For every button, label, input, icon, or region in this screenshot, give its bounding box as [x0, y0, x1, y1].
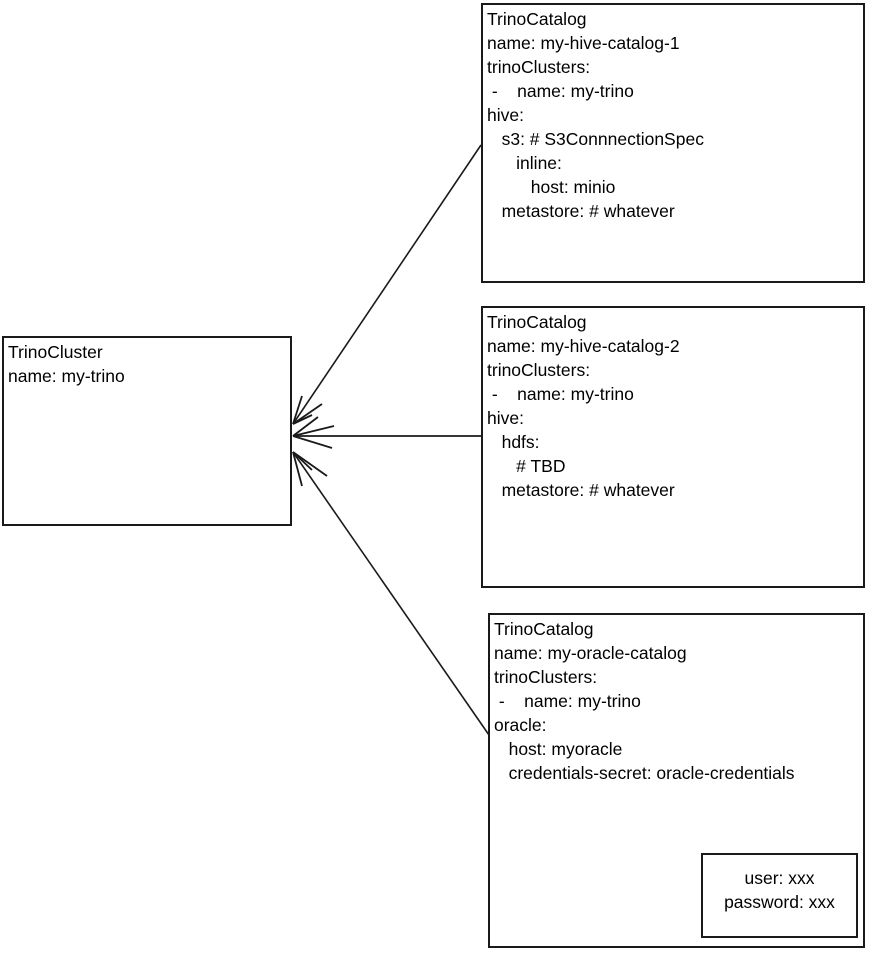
edge-oracle-catalog-to-cluster — [292, 451, 490, 736]
node-trino-cluster-text: TrinoCluster name: my-trino — [8, 342, 125, 386]
node-secret-oracle-credentials-text: user: xxx password: xxx — [724, 868, 835, 912]
node-trino-catalog-my-hive-catalog-1-text: TrinoCatalog name: my-hive-catalog-1 tri… — [487, 9, 704, 221]
node-trino-catalog-my-hive-catalog-2[interactable]: TrinoCatalog name: my-hive-catalog-2 tri… — [481, 306, 865, 588]
node-trino-catalog-my-oracle-catalog-text: TrinoCatalog name: my-oracle-catalog tri… — [494, 619, 795, 783]
edge-hive-catalog-1-to-cluster — [292, 144, 482, 425]
edge-hive-catalog-2-to-cluster — [292, 416, 481, 449]
node-trino-cluster[interactable]: TrinoCluster name: my-trino — [2, 336, 292, 526]
node-trino-catalog-my-hive-catalog-2-text: TrinoCatalog name: my-hive-catalog-2 tri… — [487, 312, 680, 500]
node-trino-catalog-my-hive-catalog-1[interactable]: TrinoCatalog name: my-hive-catalog-1 tri… — [481, 3, 865, 283]
node-secret-oracle-credentials[interactable]: user: xxx password: xxx — [701, 853, 858, 938]
